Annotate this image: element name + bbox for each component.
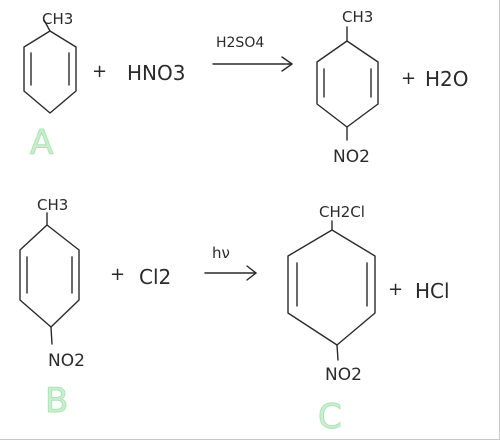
byproduct-hcl: HCl (415, 279, 450, 303)
plus-sign: + (110, 264, 125, 285)
plus-sign: + (92, 61, 107, 82)
reactant-b-label: B (45, 381, 68, 421)
product-c-substituent-bottom: NO2 (325, 365, 362, 385)
reactant-b-substituent-top: CH3 (37, 196, 68, 214)
product-c-label: C (318, 397, 342, 437)
product-substituent-bottom: NO2 (333, 147, 370, 167)
product-benzene-ring (316, 26, 379, 141)
reactant-a-substituent: CH3 (42, 10, 73, 28)
reaction-1: CH3 A + HNO3 H2SO4 CH3 NO2 + H2O (23, 8, 469, 167)
reagent-hno3: HNO3 (127, 61, 185, 85)
product-c-benzene-ring (287, 220, 376, 361)
reaction-arrow (212, 56, 293, 72)
reagent-chlorine: Cl2 (139, 265, 171, 289)
reaction-arrow (204, 265, 257, 281)
reactant-a-label: A (30, 123, 53, 163)
reactant-b-benzene-ring (19, 212, 80, 345)
plus-sign: + (401, 68, 416, 89)
reaction-2: CH3 NO2 B + Cl2 hν CH2Cl NO2 C + HCl (19, 196, 450, 438)
plus-sign: + (388, 279, 403, 300)
reactant-b-substituent-bottom: NO2 (48, 351, 85, 371)
product-c-substituent-top: CH2Cl (319, 203, 365, 221)
byproduct-water: H2O (425, 67, 469, 91)
reactant-a-benzene-ring (23, 19, 77, 114)
condition-h2so4: H2SO4 (216, 35, 264, 51)
product-substituent-top: CH3 (342, 8, 373, 26)
condition-light: hν (212, 244, 230, 262)
